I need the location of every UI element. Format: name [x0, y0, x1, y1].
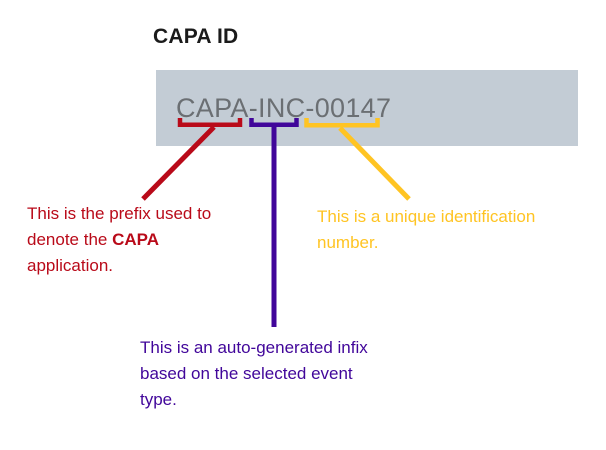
prefix-bracket [177, 118, 243, 128]
infix-annotation-line2: based on the selected event [140, 364, 353, 383]
suffix-annotation-line2: number. [317, 233, 379, 252]
infix-annotation-line1: This is an auto-generated infix [140, 338, 368, 357]
suffix-leader-line [338, 126, 411, 201]
infix-annotation-line3: type. [140, 390, 177, 409]
infix-annotation: This is an auto-generated infix based on… [140, 335, 368, 413]
page-title: CAPA ID [153, 25, 239, 48]
prefix-annotation-line2-text: denote the [27, 230, 113, 249]
prefix-annotation-line1: This is the prefix used to [27, 204, 212, 223]
capa-id-value: CAPA-INC-00147 [176, 93, 392, 123]
suffix-annotation: This is a unique identification number. [317, 204, 535, 256]
prefix-annotation-line2: denote the CAPA [27, 227, 211, 253]
infix-bracket [249, 118, 299, 128]
prefix-leader-line [141, 125, 216, 201]
suffix-annotation-line1: This is a unique identification [317, 207, 536, 226]
suffix-bracket [304, 118, 380, 128]
prefix-annotation-bold-capa: CAPA [112, 230, 159, 249]
prefix-annotation: This is the prefix used to denote the CA… [27, 201, 211, 279]
prefix-annotation-line3: application. [27, 256, 114, 275]
capa-id-field[interactable]: CAPA-INC-00147 [156, 70, 578, 146]
